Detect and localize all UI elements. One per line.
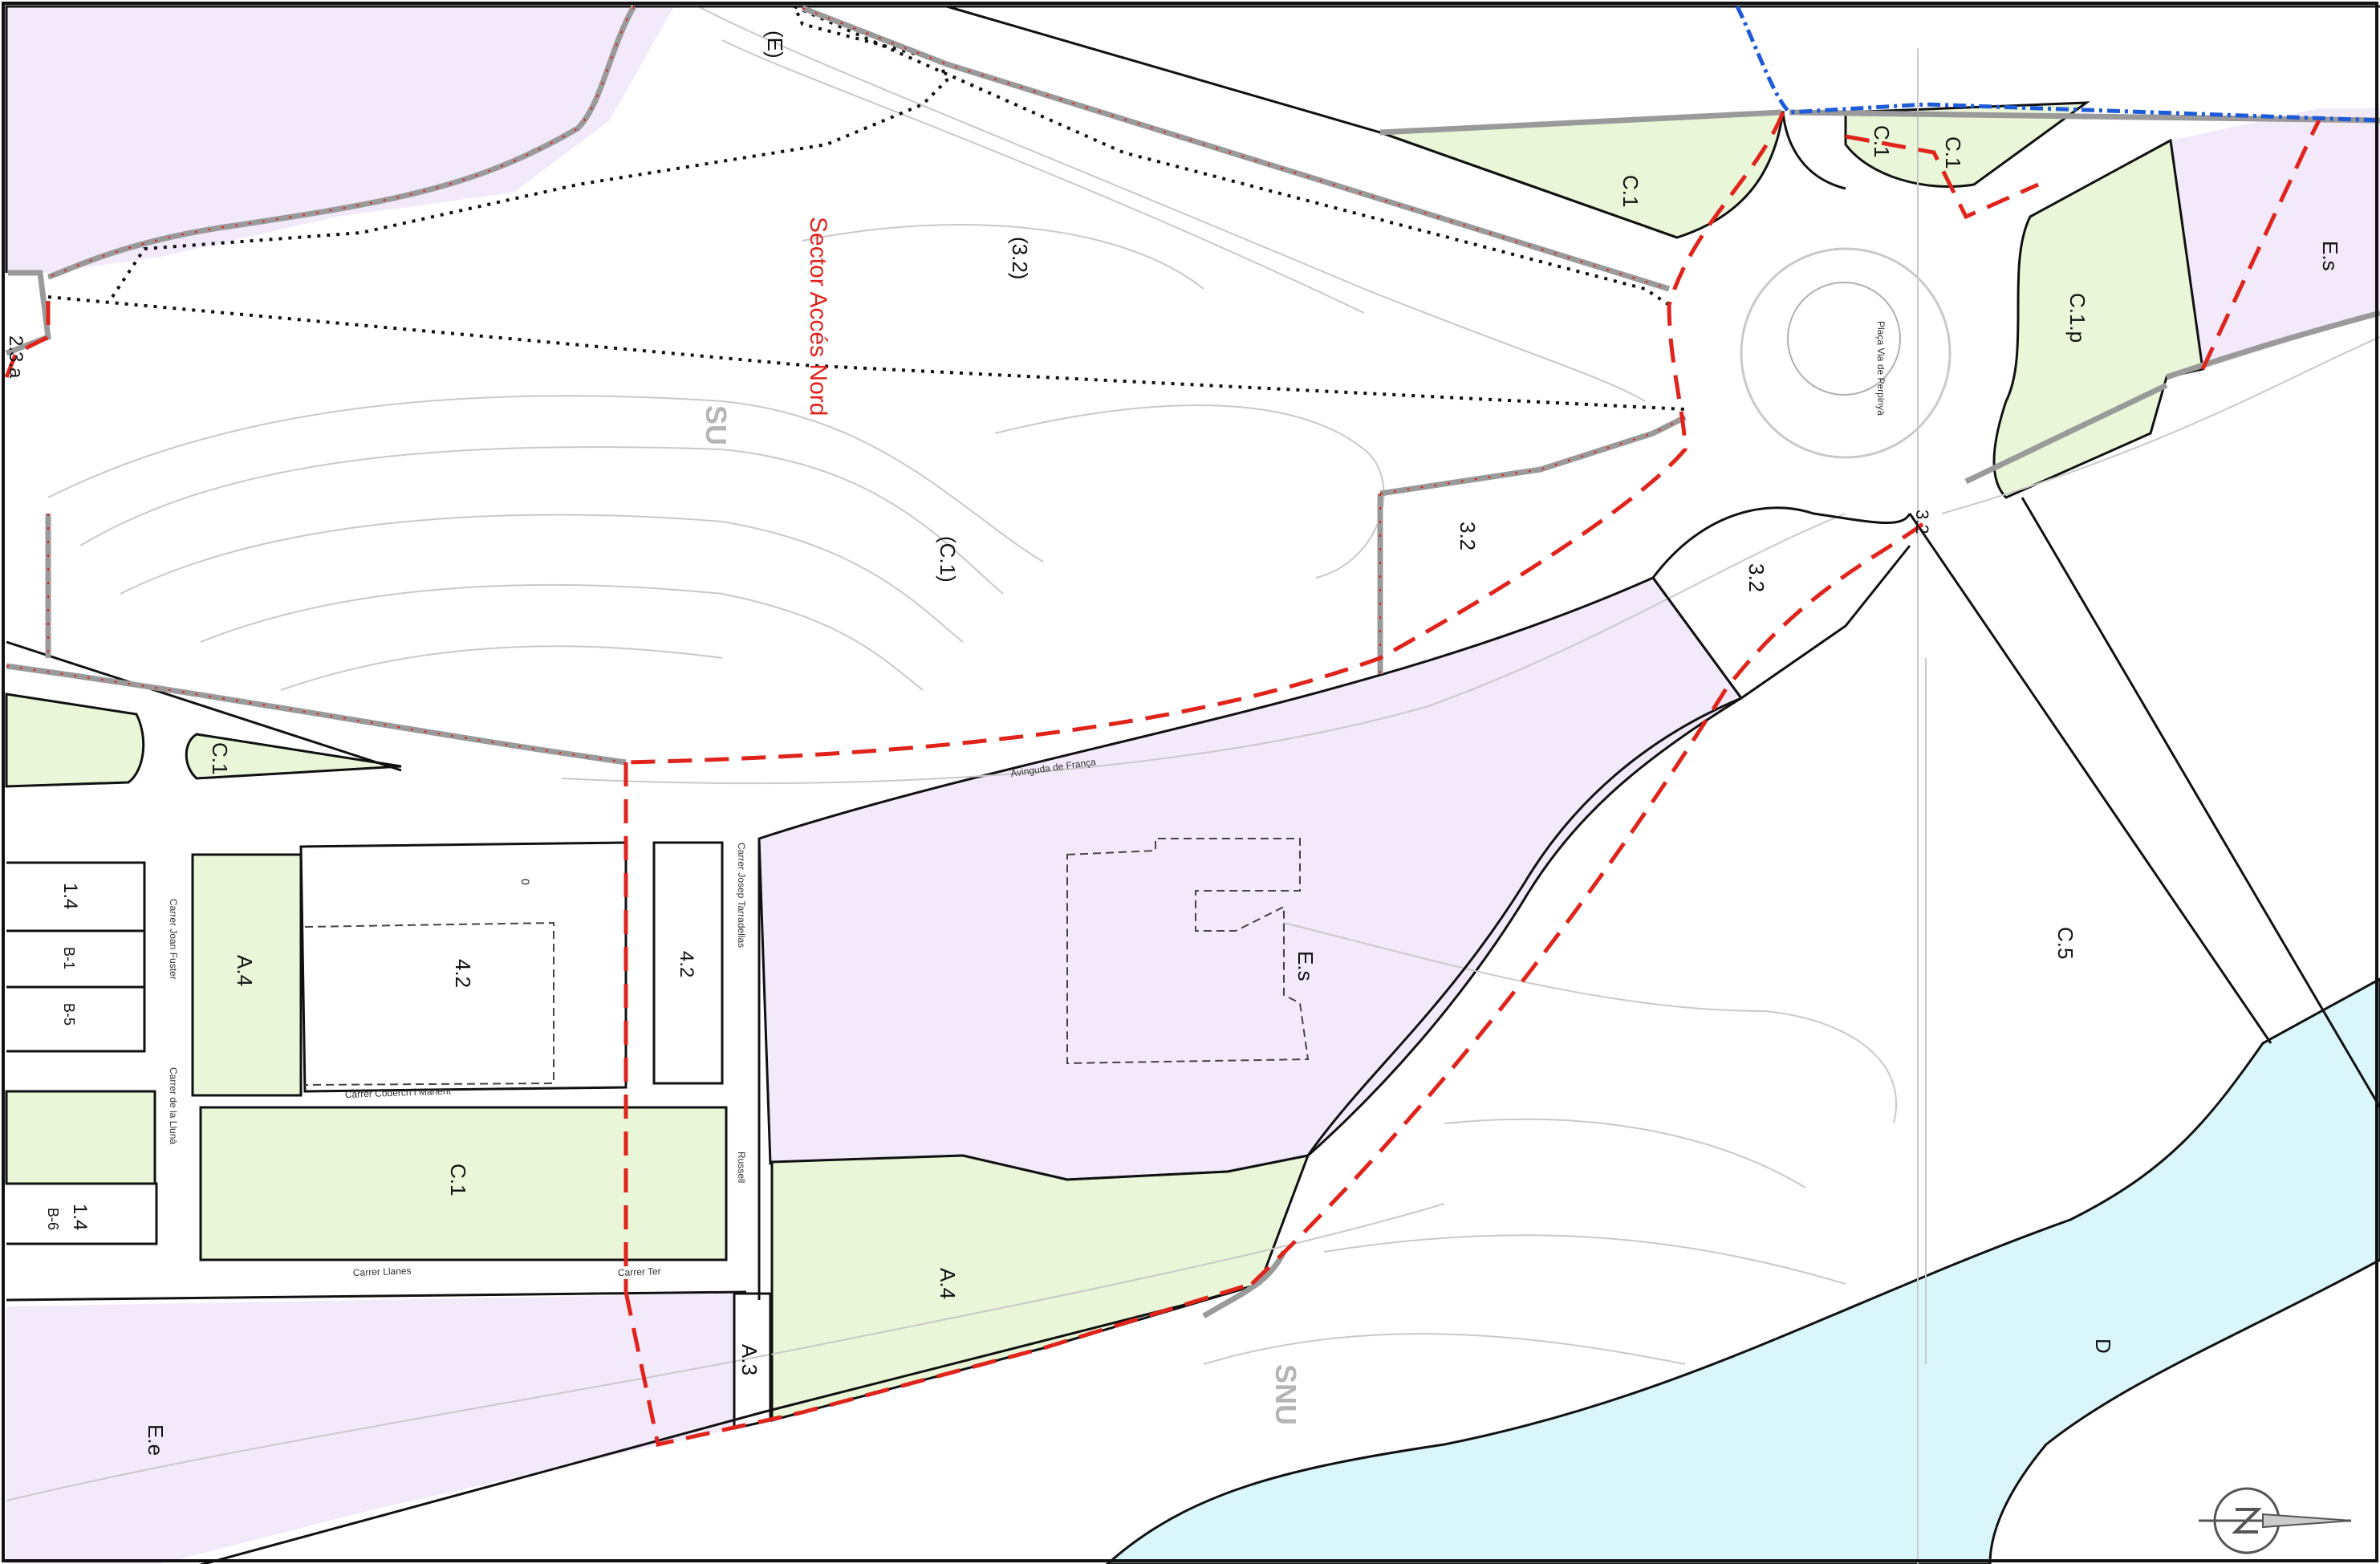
label-42-big: 4.2 <box>451 959 475 988</box>
label-32-c: 3.2 <box>1912 510 1932 534</box>
label-b5: B-5 <box>61 1003 77 1026</box>
label-32-mid: 3.2 <box>1456 522 1480 550</box>
label-c1-right-b: C.1 <box>1941 136 1965 169</box>
label-d: D <box>2091 1339 2115 1354</box>
label-b1: B-1 <box>61 947 77 969</box>
street-carrer-fusina: Carrer de la Llunà <box>168 1067 179 1144</box>
topographic-lines <box>6 6 2380 1564</box>
zone-green-c1-small <box>185 733 402 780</box>
label-c1-right-a: C.1 <box>1870 125 1894 157</box>
label-32-b: 3.2 <box>1744 563 1769 592</box>
label-zero: 0 <box>519 879 532 885</box>
label-14-bottom: 1.4 <box>69 1204 91 1230</box>
dotted-boundary <box>47 5 1686 411</box>
zone-water <box>1105 977 2380 1564</box>
sector-boundary <box>4 112 2321 1447</box>
zone-es-middle <box>757 576 1744 1181</box>
blue-boundary <box>1735 5 2380 123</box>
roundabout <box>1740 247 1952 459</box>
label-23a: 2.3.a <box>5 335 26 379</box>
north-arrow-icon <box>2199 1487 2352 1554</box>
street-carrer-coderch: Carrer Coderch i Manent <box>345 1085 452 1100</box>
street-carrer-josep: Carrer Josep Tarradellas <box>736 843 747 948</box>
label-c1p: C.1.p <box>2065 293 2090 343</box>
label-ee: E.e <box>144 1424 168 1456</box>
label-c1-small: C.1 <box>208 742 232 774</box>
zone-green-c1-north <box>1379 111 1785 239</box>
label-32-paren: (3.2) <box>1008 237 1032 279</box>
zone-green-c1-right <box>1844 101 2090 188</box>
municipal-boundary-red-dots <box>6 6 1686 763</box>
label-c5: C.5 <box>2053 927 2077 959</box>
label-b6: B-6 <box>45 1208 61 1230</box>
label-es-mid: E.s <box>1294 951 1318 981</box>
label-14-top: 1.4 <box>59 883 81 909</box>
label-c1-block: C.1 <box>446 1164 470 1196</box>
zone-labels: Sector Accés Nord SU SNU (E) (3.2) (C.1)… <box>5 30 2342 1456</box>
zone-green-a4-left <box>191 853 303 1097</box>
zone-residential-top-left <box>6 6 674 273</box>
zone-green-c1p <box>1992 138 2204 499</box>
label-su: SU <box>700 405 733 445</box>
label-c1-paren: (C.1) <box>936 536 960 583</box>
zone-green-c1-block <box>199 1106 728 1261</box>
roundabout-center <box>1787 282 1901 396</box>
street-carrer-joan: Carrer Joan Fuster <box>168 899 179 980</box>
zone-ee-bottom-left <box>6 1294 734 1564</box>
label-a3: A.3 <box>737 1344 762 1375</box>
zone-outlines <box>5 5 2380 1564</box>
zone-es-top-right <box>2171 108 2380 369</box>
zone-green-left-mid <box>5 1090 156 1185</box>
building-outlines <box>304 838 1310 1086</box>
label-c1-north: C.1 <box>1618 175 1643 207</box>
street-plaza: Plaça Via de Perpinyà <box>1875 321 1887 416</box>
label-42-small: 4.2 <box>676 951 697 977</box>
street-carrer-russell: Russell <box>736 1152 747 1183</box>
street-carrer-llanes: Carrer Llanes <box>353 1265 412 1278</box>
label-es-top: E.s <box>2318 241 2342 271</box>
label-a4-bottom: A.4 <box>936 1268 960 1299</box>
label-a4-left: A.4 <box>233 955 257 986</box>
street-carrer-ter: Carrer Ter <box>618 1265 661 1278</box>
label-snu: SNU <box>1269 1364 1302 1425</box>
label-e-paren: (E) <box>763 30 787 59</box>
label-sector-name: Sector Accés Nord <box>805 217 831 416</box>
zone-green-left-strip <box>5 693 145 788</box>
